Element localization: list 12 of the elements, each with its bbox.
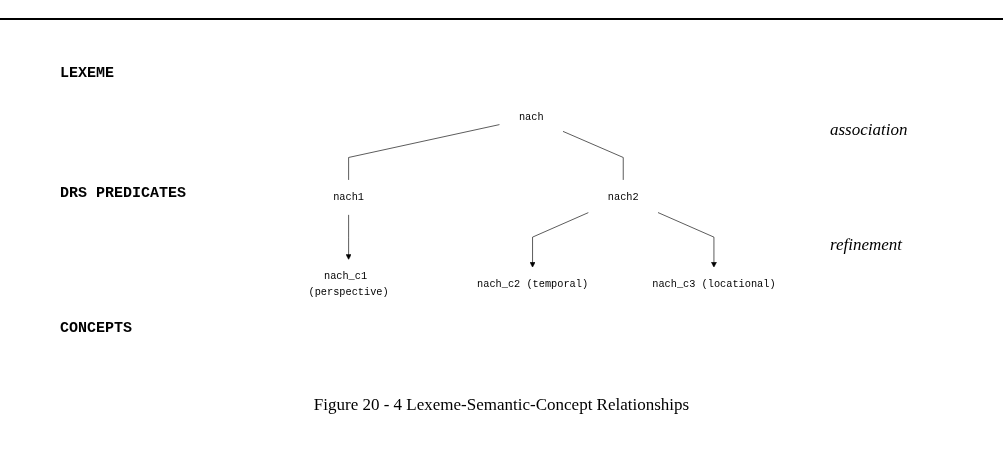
- node-text: nach: [518, 111, 544, 124]
- node-text: nach_c2 (temporal): [477, 278, 589, 291]
- node-text: nach2: [607, 191, 639, 204]
- node-text: nach_c1 (perspective): [308, 271, 389, 299]
- relation-label: refinement: [830, 235, 903, 255]
- node-text: nach_c3 (locational): [652, 278, 776, 291]
- relation-label: association: [830, 120, 908, 140]
- node-text: nach1: [333, 191, 365, 204]
- figure-caption: Figure 20 - 4 Lexeme-Semantic-Concept Relationships: [312, 395, 691, 415]
- row-label: CONCEPTS: [60, 320, 132, 337]
- row-label: LEXEME: [60, 65, 114, 82]
- row-label: DRS PREDICATES: [60, 185, 187, 202]
